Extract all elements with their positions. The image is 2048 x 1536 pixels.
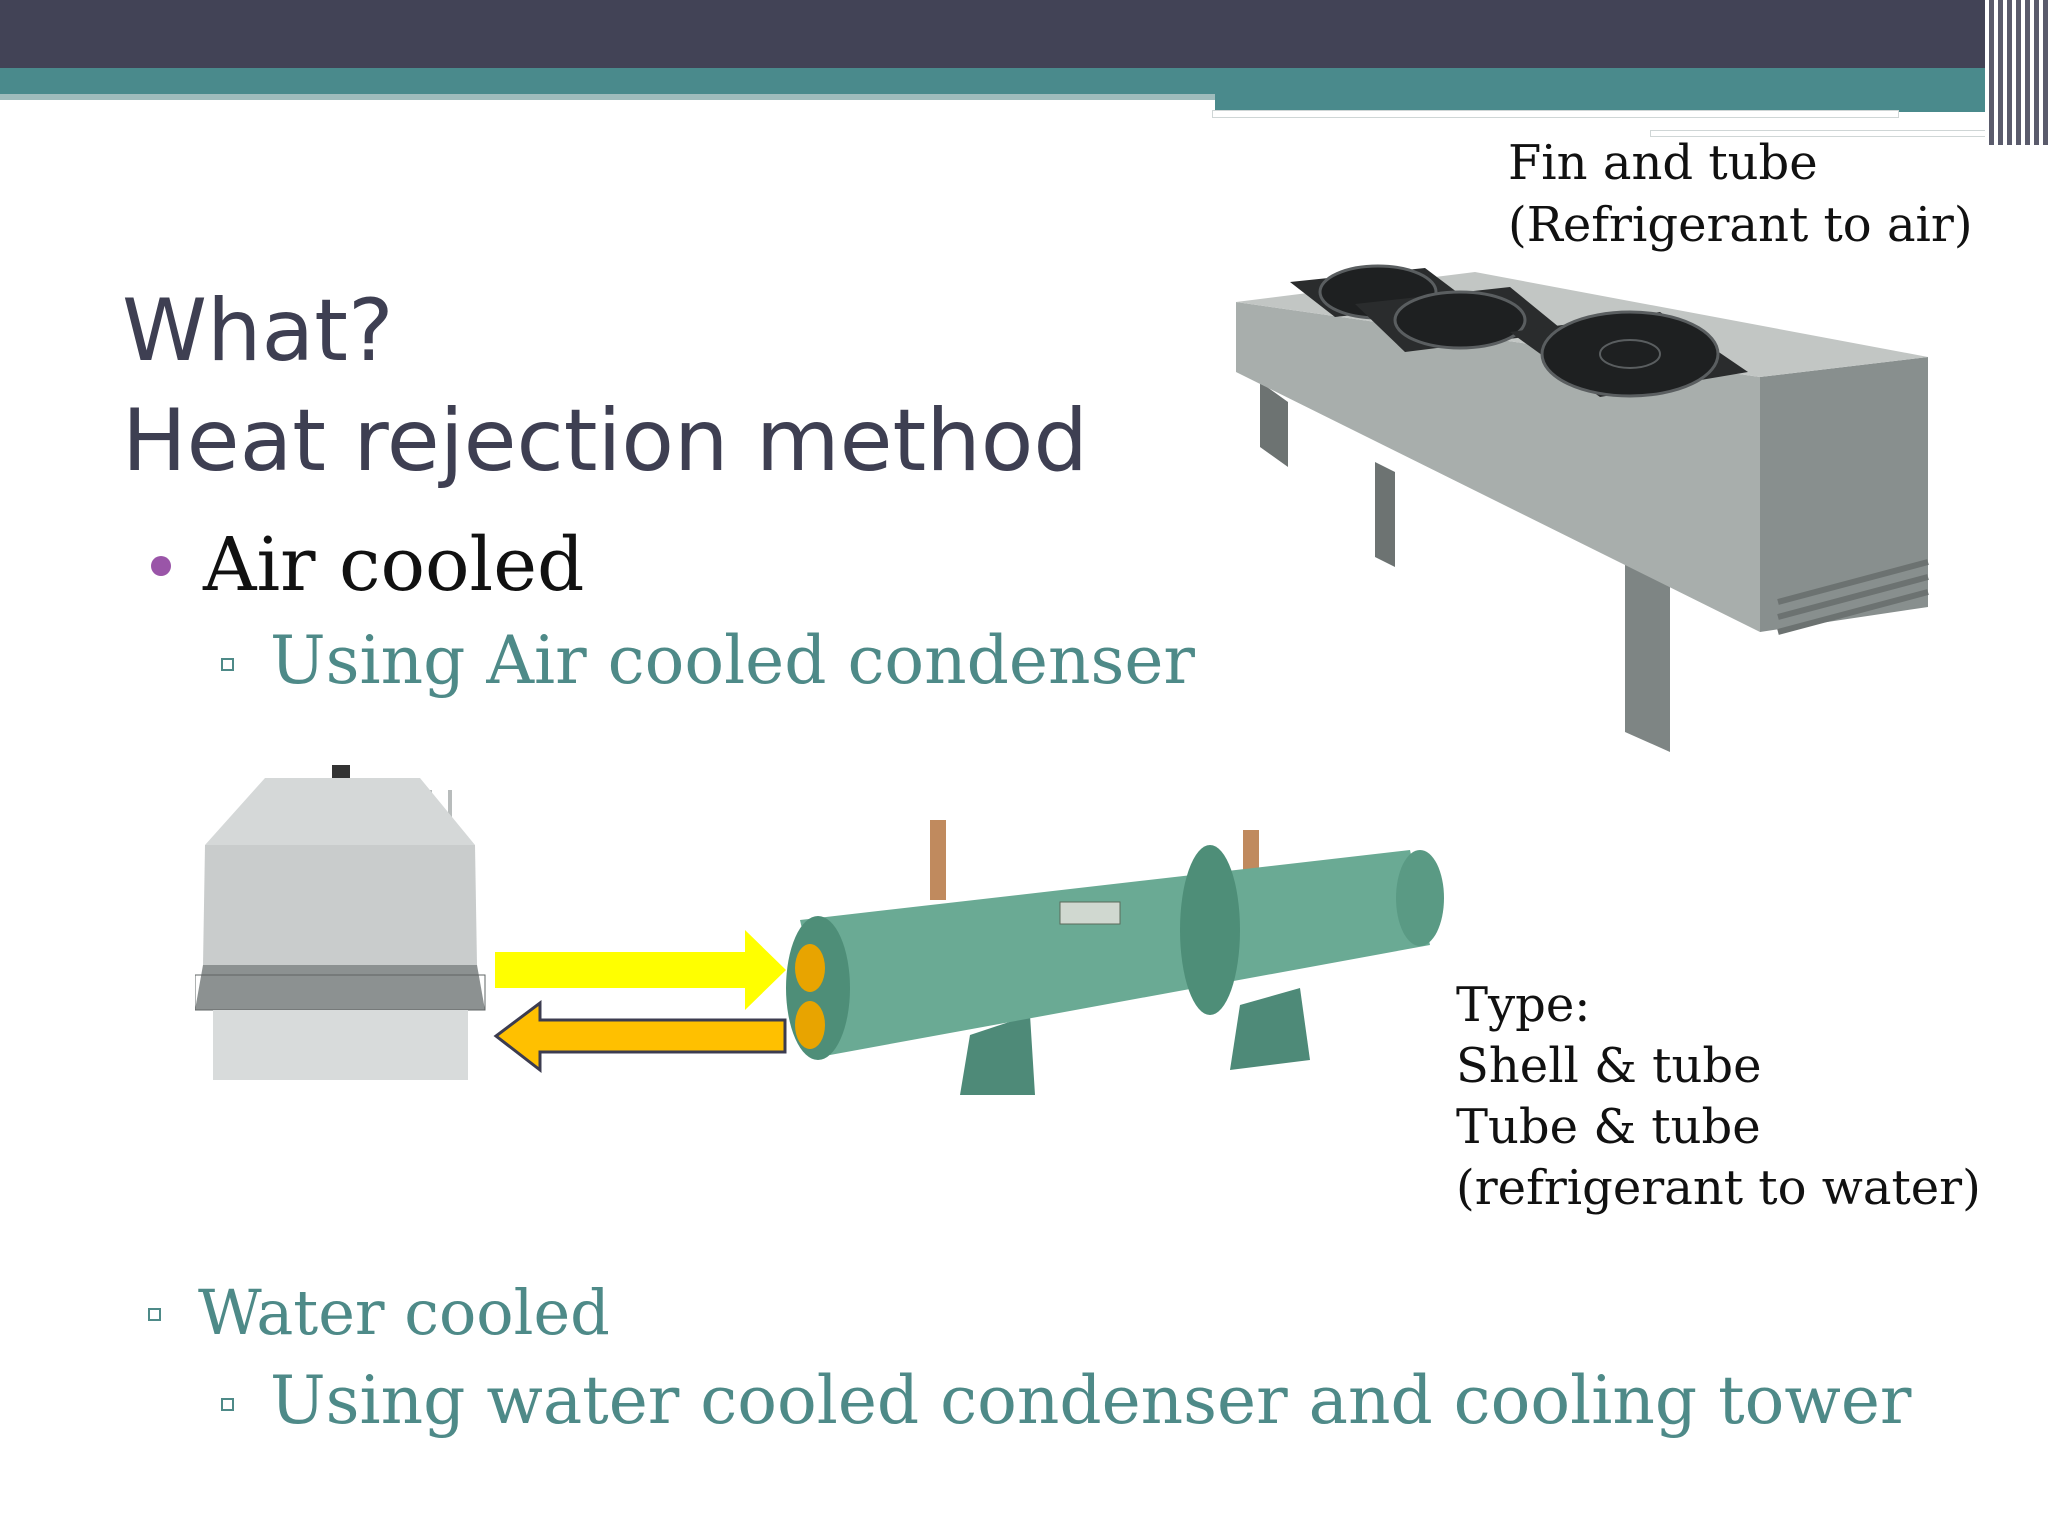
shell-and-tube-condenser-image xyxy=(786,820,1444,1095)
bullet-water-cooled: Water cooled xyxy=(198,1276,610,1349)
air-cooled-condenser-image xyxy=(1236,264,1929,752)
caption-tube-and-tube: Tube & tube xyxy=(1456,1099,1761,1155)
header-teal-bar xyxy=(0,68,1215,94)
sub-bullet-2-marker xyxy=(221,1398,234,1411)
cooling-tower-image xyxy=(195,765,486,1080)
bullet-2-marker xyxy=(148,1308,161,1321)
fan-icon-3 xyxy=(1510,310,1748,398)
caption-shell-and-tube: Shell & tube xyxy=(1456,1038,1762,1094)
header-dark-bar xyxy=(0,0,2048,68)
slide-title-line-2: Heat rejection method xyxy=(122,391,1088,491)
arrow-right-icon xyxy=(495,930,786,1010)
inlet-cap-icon xyxy=(795,944,825,992)
fan-icon-2 xyxy=(1355,287,1565,352)
sub-bullet-marker xyxy=(221,658,234,671)
caption-fin-and-tube: Fin and tube xyxy=(1508,135,1818,191)
flow-arrows xyxy=(493,930,787,1074)
sub-bullet-water-cooled-condenser: Using water cooled condenser and cooling… xyxy=(270,1362,1912,1439)
sub-bullet-air-cooled-condenser: Using Air cooled condenser xyxy=(270,622,1195,699)
caption-refrigerant-to-water: (refrigerant to water) xyxy=(1456,1160,1981,1216)
arrow-left-icon xyxy=(493,1000,787,1074)
header-gray-line xyxy=(0,94,1215,100)
caption-refrigerant-to-air: (Refrigerant to air) xyxy=(1508,197,1973,253)
caption-type: Type: xyxy=(1456,977,1591,1033)
bullet-air-cooled: Air cooled xyxy=(203,522,585,608)
header-white-line-1 xyxy=(1212,110,1899,118)
outlet-cap-icon xyxy=(795,1001,825,1049)
header-teal-block xyxy=(1215,68,2000,112)
header-stripes xyxy=(1985,0,2048,145)
slide-title-line-1: What? xyxy=(122,281,394,381)
bullet-dot xyxy=(151,556,171,576)
